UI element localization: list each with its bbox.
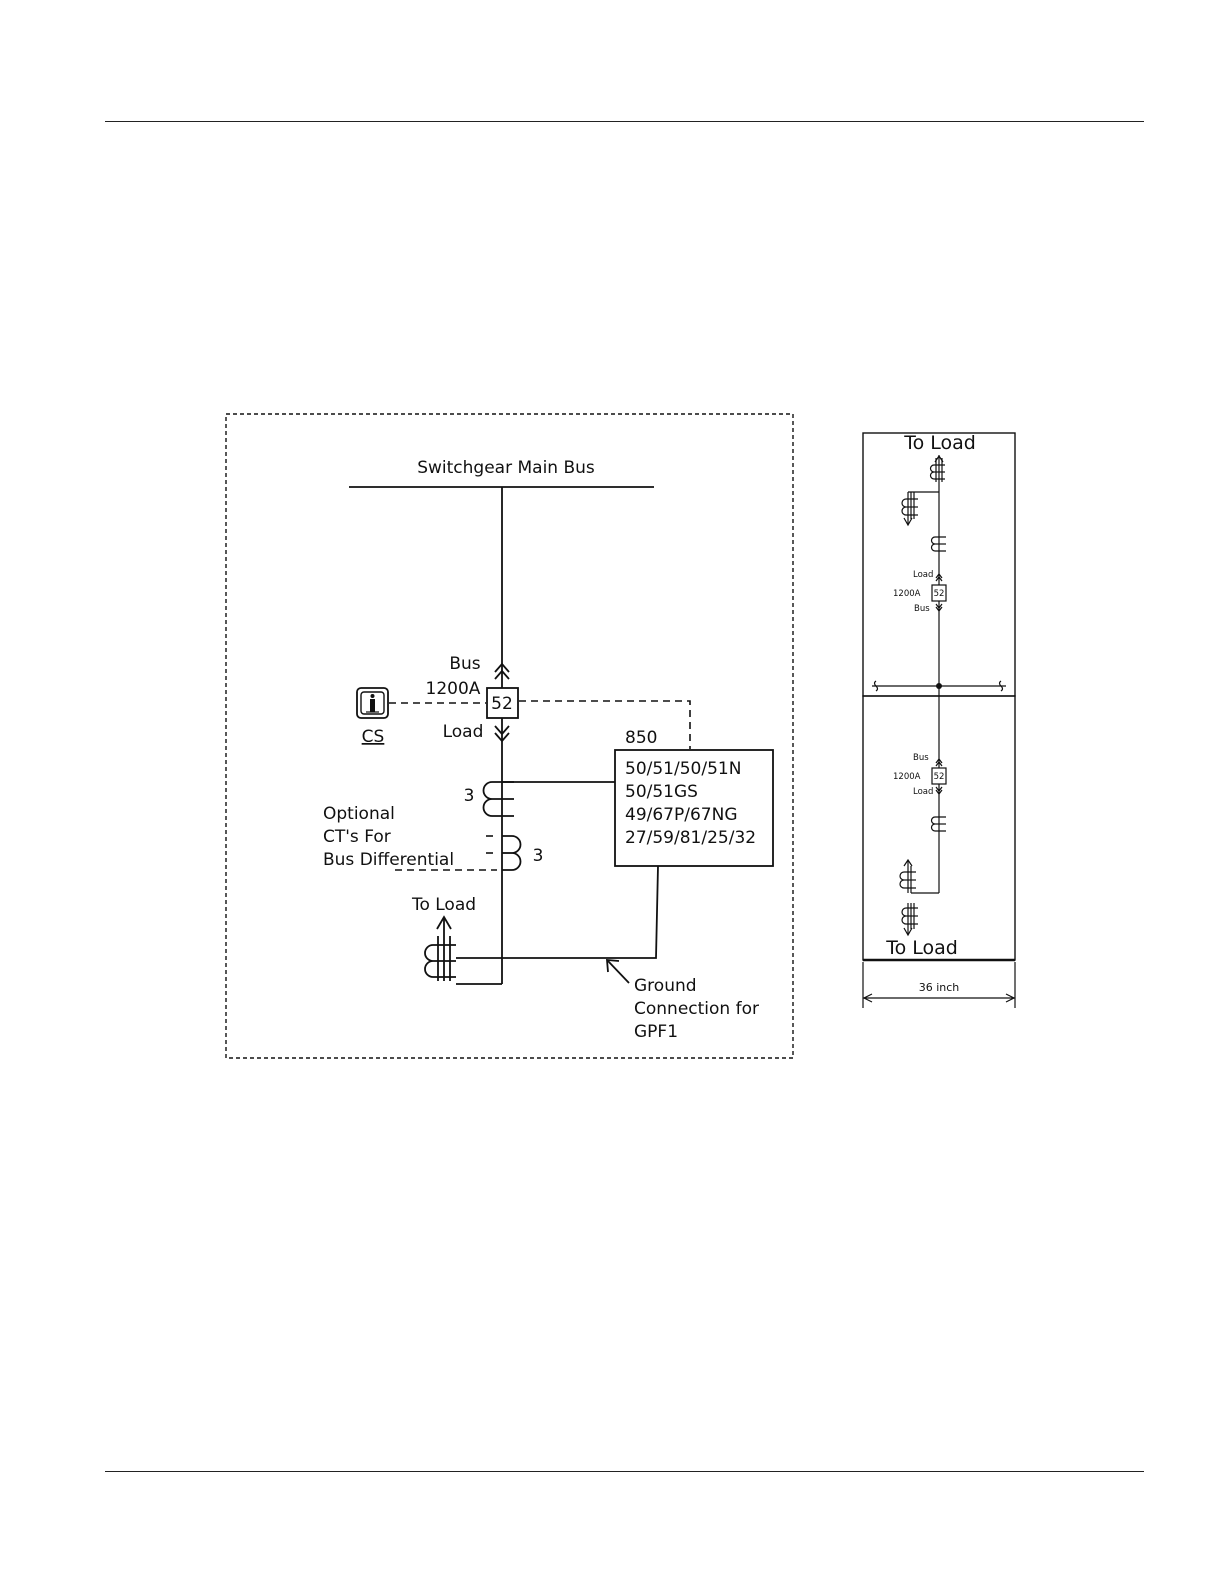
diagram-frame bbox=[226, 414, 793, 1058]
upper-ground-ct-icon bbox=[902, 492, 939, 525]
relay-function-4: 27/59/81/25/32 bbox=[625, 828, 756, 848]
control-switch-icon bbox=[357, 688, 388, 718]
ground-sensor-ct-icon bbox=[425, 945, 456, 977]
relay-function-3: 49/67P/67NG bbox=[625, 805, 738, 825]
control-switch-label: CS bbox=[362, 727, 385, 747]
load-label: Load bbox=[443, 722, 484, 742]
breaker-rating: 1200A bbox=[426, 679, 481, 699]
relay-trip-wire bbox=[519, 701, 690, 749]
upper-breaker-number: 52 bbox=[934, 589, 945, 599]
optional-ct-note-line-1: Optional bbox=[323, 804, 395, 824]
to-load-arrow-icon bbox=[437, 917, 451, 981]
upper-bus-label: Bus bbox=[914, 604, 930, 614]
optional-ct-note-line-2: CT's For bbox=[323, 827, 391, 847]
optional-ct-icon bbox=[502, 836, 521, 870]
switchgear-elevation: To Load Load bbox=[863, 432, 1015, 1008]
lower-load-label: Load bbox=[913, 787, 933, 797]
upper-rating: 1200A bbox=[893, 589, 921, 599]
lower-bus-label: Bus bbox=[913, 753, 929, 763]
bus-label: Bus bbox=[449, 654, 480, 674]
lower-ground-ct-icon bbox=[900, 860, 916, 893]
ground-note-line-1: Ground bbox=[634, 976, 697, 996]
ground-note-line-3: GPF1 bbox=[634, 1022, 678, 1042]
lower-breaker-number: 52 bbox=[934, 772, 945, 782]
lower-to-load-ct-icon bbox=[902, 903, 918, 935]
optional-ct-note-line-3: Bus Differential bbox=[323, 850, 454, 870]
ground-note-line-2: Connection for bbox=[634, 999, 759, 1019]
to-load-label: To Load bbox=[411, 895, 476, 915]
relay-model: 850 bbox=[625, 728, 657, 748]
ground-connection-wire bbox=[456, 866, 658, 958]
lower-rating: 1200A bbox=[893, 772, 921, 782]
lower-to-load-label: To Load bbox=[885, 937, 958, 959]
current-transformer-icon bbox=[484, 782, 515, 816]
main-bus-label: Switchgear Main Bus bbox=[417, 458, 595, 478]
relay-function-1: 50/51/50/51N bbox=[625, 759, 741, 779]
ct-count-main: 3 bbox=[464, 786, 475, 806]
breaker-number: 52 bbox=[491, 694, 513, 714]
ct-count-optional: 3 bbox=[533, 846, 544, 866]
relay-function-2: 50/51GS bbox=[625, 782, 698, 802]
upper-to-load-label: To Load bbox=[903, 432, 976, 454]
width-dimension-label: 36 inch bbox=[919, 981, 960, 994]
upper-to-load-ct-icon bbox=[931, 456, 946, 482]
ground-note-arrow-icon bbox=[607, 960, 629, 983]
upper-load-label: Load bbox=[913, 570, 933, 580]
